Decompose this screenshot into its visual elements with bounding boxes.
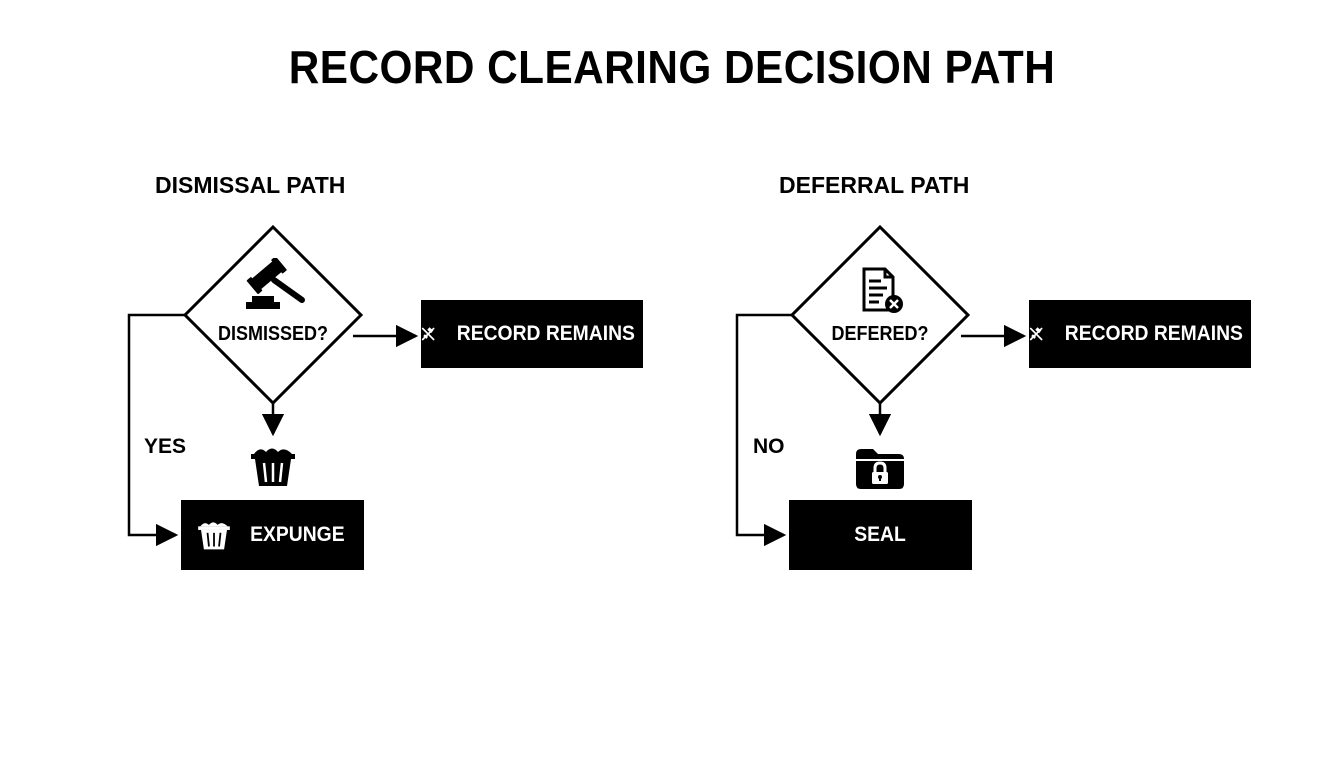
trash-bin-icon bbox=[198, 522, 230, 550]
deferral-record-remains-box: RECORD REMAINS bbox=[1029, 300, 1251, 368]
dismissal-branch-label: YES bbox=[142, 435, 189, 459]
page-title: RECORD CLEARING DECISION PATH bbox=[288, 41, 1056, 93]
document-x-icon bbox=[862, 267, 903, 313]
dismissal-record-remains-box: RECORD REMAINS bbox=[421, 300, 643, 368]
crossed-tools-icon bbox=[1029, 327, 1043, 341]
locked-folder-icon bbox=[856, 449, 904, 489]
gavel-icon bbox=[246, 258, 305, 309]
dismissal-decision-label: DISMISSED? bbox=[217, 323, 329, 345]
deferral-no-path bbox=[735, 313, 792, 547]
seal-box: SEAL bbox=[789, 500, 972, 570]
expunge-label: EXPUNGE bbox=[250, 523, 345, 546]
trash-bin-icon bbox=[251, 448, 295, 486]
dismissal-yes-path bbox=[127, 313, 185, 547]
deferral-record-remains-label: RECORD REMAINS bbox=[1065, 322, 1244, 345]
deferral-path-heading: DEFERRAL PATH bbox=[779, 172, 970, 198]
deferral-branch-label: NO bbox=[751, 435, 787, 459]
dismissal-record-remains-label: RECORD REMAINS bbox=[457, 322, 636, 345]
seal-label: SEAL bbox=[854, 523, 907, 546]
dismissal-path-heading: DISMISSAL PATH bbox=[155, 172, 346, 198]
deferral-decision-label: DEFERED? bbox=[831, 323, 929, 345]
expunge-box: EXPUNGE bbox=[181, 500, 364, 570]
dismissal-decision-diamond bbox=[182, 224, 364, 406]
crossed-tools-icon bbox=[421, 327, 435, 341]
